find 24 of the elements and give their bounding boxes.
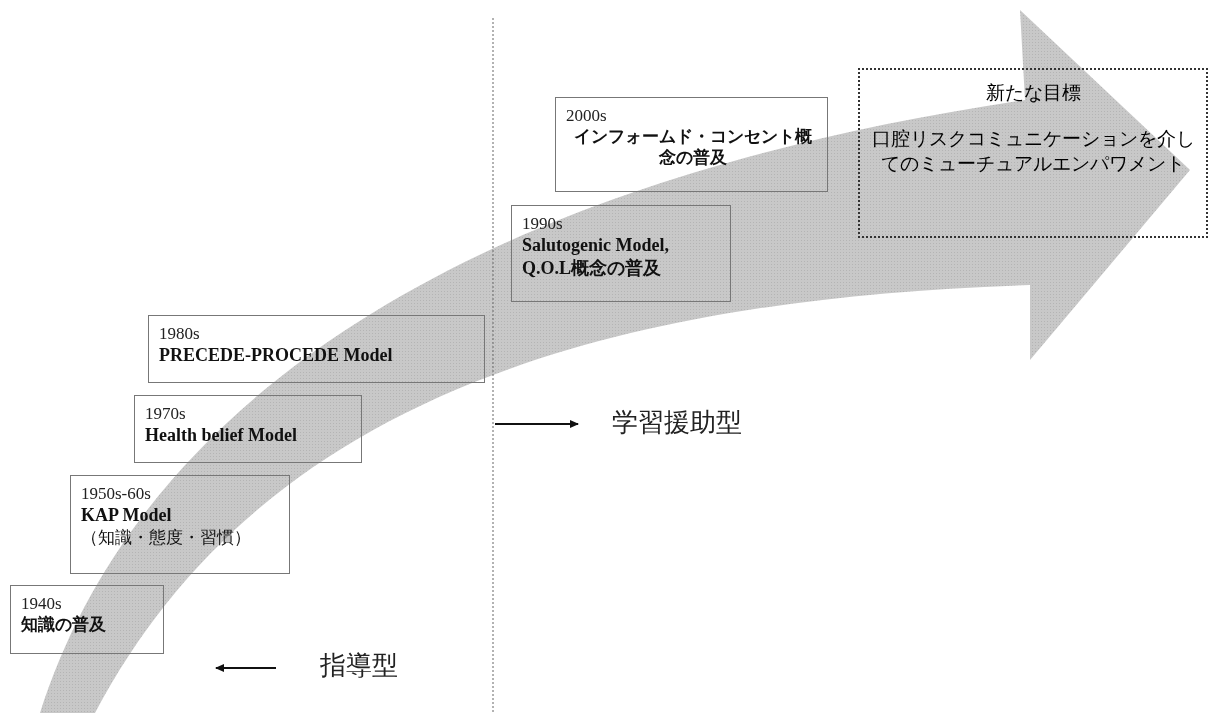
model-title: 知識の普及 xyxy=(21,614,107,636)
description-text: （知識・態度・習慣） xyxy=(81,526,252,548)
period-label: 1970s xyxy=(145,404,187,424)
period-label: 1950s-60s xyxy=(81,484,152,504)
period-label: 1940s xyxy=(21,594,63,614)
milestone-box xyxy=(70,475,290,574)
period-label: 1980s xyxy=(159,324,201,344)
approach-label: 学習援助型 xyxy=(612,406,742,439)
model-title: KAP Model xyxy=(81,504,173,527)
milestone-box xyxy=(134,395,362,463)
period-label: 1990s xyxy=(522,214,564,234)
goal-box xyxy=(858,68,1208,238)
milestone-box xyxy=(148,315,485,383)
model-title: インフォームド・コンセント概念の普及 xyxy=(572,126,813,169)
model-title: PRECEDE-PROCEDE Model xyxy=(159,344,394,367)
milestone-box xyxy=(555,97,828,192)
approach-label: 指導型 xyxy=(320,649,398,682)
period-label: 2000s xyxy=(566,106,608,126)
model-title: Health belief Model xyxy=(145,424,298,447)
milestone-box xyxy=(511,205,731,302)
milestone-box xyxy=(10,585,164,654)
goal-text: 口腔リスクコミュニケーションを介してのミューチュアルエンパワメント xyxy=(870,126,1196,176)
goal-heading: 新たな目標 xyxy=(984,80,1082,105)
model-title: Salutogenic Model, Q.O.L概念の普及 xyxy=(522,234,670,279)
